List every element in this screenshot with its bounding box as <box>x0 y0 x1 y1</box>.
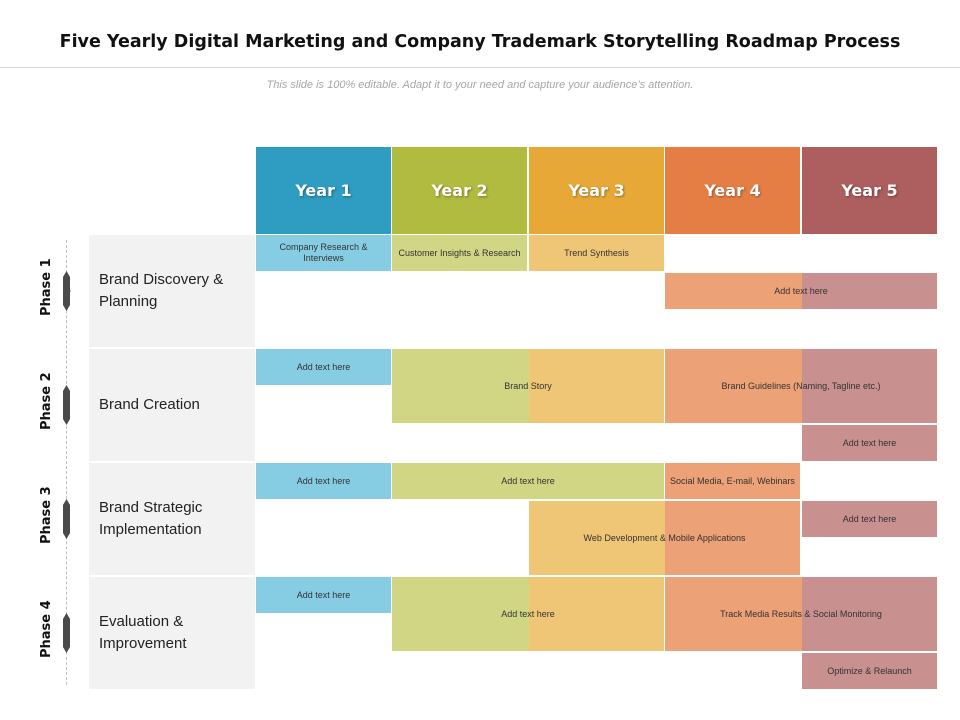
task-label: Trend Synthesis <box>564 247 629 258</box>
segment-year-5 <box>802 273 937 309</box>
task-trend-synthesis: Trend Synthesis <box>529 235 664 271</box>
phase-4-marker <box>63 613 70 653</box>
task-social-media: Social Media, E-mail, Webinars <box>665 463 800 499</box>
task-p2-add-text-1: Add text here <box>256 349 391 385</box>
year-1-label: Year 1 <box>295 181 352 200</box>
page-title: Five Yearly Digital Marketing and Compan… <box>59 32 901 52</box>
phase-3-label: Phase 3 <box>39 486 54 544</box>
task-label: Track Media Results & Social Monitoring <box>720 608 882 619</box>
phase-1-name: Brand Discovery & Planning <box>99 271 224 310</box>
task-label: Add text here <box>296 361 351 372</box>
task-label: Add text here <box>501 608 555 619</box>
segment-year-3 <box>529 349 664 423</box>
year-4-header: Year 4 <box>665 147 800 234</box>
segment-year-3 <box>529 577 664 651</box>
segment-year-3 <box>529 501 665 575</box>
phase-2-marker <box>63 385 70 425</box>
year-3-header: Year 3 <box>529 147 664 234</box>
task-optimize-relaunch: Optimize & Relaunch <box>802 653 937 689</box>
phase-3-panel: Brand Strategic Implementation <box>89 463 255 575</box>
phase-2-name: Brand Creation <box>99 396 200 413</box>
segment-year-4 <box>665 501 800 575</box>
title-divider <box>0 67 960 68</box>
task-customer-insights: Customer Insights & Research <box>392 235 527 271</box>
phase-1-marker <box>63 271 71 311</box>
segment-year-4 <box>665 577 802 651</box>
page-subtitle: This slide is 100% editable. Adapt it to… <box>266 79 694 91</box>
phase-1-label: Phase 1 <box>39 258 54 316</box>
task-p2-add-text-2: Add text here <box>802 425 937 461</box>
phase-1-panel: Brand Discovery & Planning <box>89 235 255 347</box>
task-p3-add-text-1: Add text here <box>256 463 391 499</box>
task-p4-add-text-2: Add text here <box>392 577 664 651</box>
segment-year-2 <box>392 577 529 651</box>
task-label: Brand Story <box>504 380 552 391</box>
task-label: Add text here <box>842 437 897 448</box>
task-web-development: Web Development & Mobile Applications <box>529 501 800 575</box>
task-label: Customer Insights & Research <box>398 247 521 258</box>
segment-year-2 <box>392 463 529 499</box>
segment-year-2 <box>392 349 529 423</box>
phase-3-name: Brand Strategic Implementation <box>99 499 203 538</box>
phase-3-marker <box>63 499 70 539</box>
segment-year-5 <box>802 349 937 423</box>
year-1-header: Year 1 <box>256 147 391 234</box>
task-label: Add text here <box>774 285 828 296</box>
year-2-label: Year 2 <box>431 181 488 200</box>
task-p3-add-text-2: Add text here <box>392 463 664 499</box>
task-label: Add text here <box>501 475 555 486</box>
task-p4-add-text-1: Add text here <box>256 577 391 613</box>
task-label: Add text here <box>296 475 351 486</box>
phase-4-name: Evaluation & Improvement <box>99 613 187 652</box>
phase-4-label: Phase 4 <box>39 600 54 658</box>
phase-4-panel: Evaluation & Improvement <box>89 577 255 689</box>
phase-timeline-line <box>66 240 67 685</box>
task-label: Social Media, E-mail, Webinars <box>670 475 795 486</box>
phase-2-panel: Brand Creation <box>89 349 255 461</box>
task-brand-guidelines: Brand Guidelines (Naming, Tagline etc.) <box>665 349 937 423</box>
year-2-header: Year 2 <box>392 147 527 234</box>
task-label: Add text here <box>296 589 351 600</box>
task-brand-story: Brand Story <box>392 349 664 423</box>
year-3-label: Year 3 <box>568 181 625 200</box>
task-track-media: Track Media Results & Social Monitoring <box>665 577 937 651</box>
task-p1-add-text: Add text here <box>665 273 937 309</box>
segment-year-3 <box>529 463 664 499</box>
task-label: Optimize & Relaunch <box>827 665 912 676</box>
task-label: Company Research & Interviews <box>279 242 368 263</box>
task-p3-add-text-3: Add text here <box>802 501 937 537</box>
task-company-research: Company Research & Interviews <box>256 235 391 271</box>
year-4-label: Year 4 <box>704 181 761 200</box>
year-5-label: Year 5 <box>841 181 898 200</box>
year-5-header: Year 5 <box>802 147 937 234</box>
task-label: Web Development & Mobile Applications <box>583 532 746 543</box>
segment-year-4 <box>665 273 802 309</box>
segment-year-4 <box>665 349 802 423</box>
task-label: Brand Guidelines (Naming, Tagline etc.) <box>721 380 881 391</box>
task-label: Add text here <box>842 513 897 524</box>
phase-2-label: Phase 2 <box>39 372 54 430</box>
segment-year-5 <box>802 577 937 651</box>
